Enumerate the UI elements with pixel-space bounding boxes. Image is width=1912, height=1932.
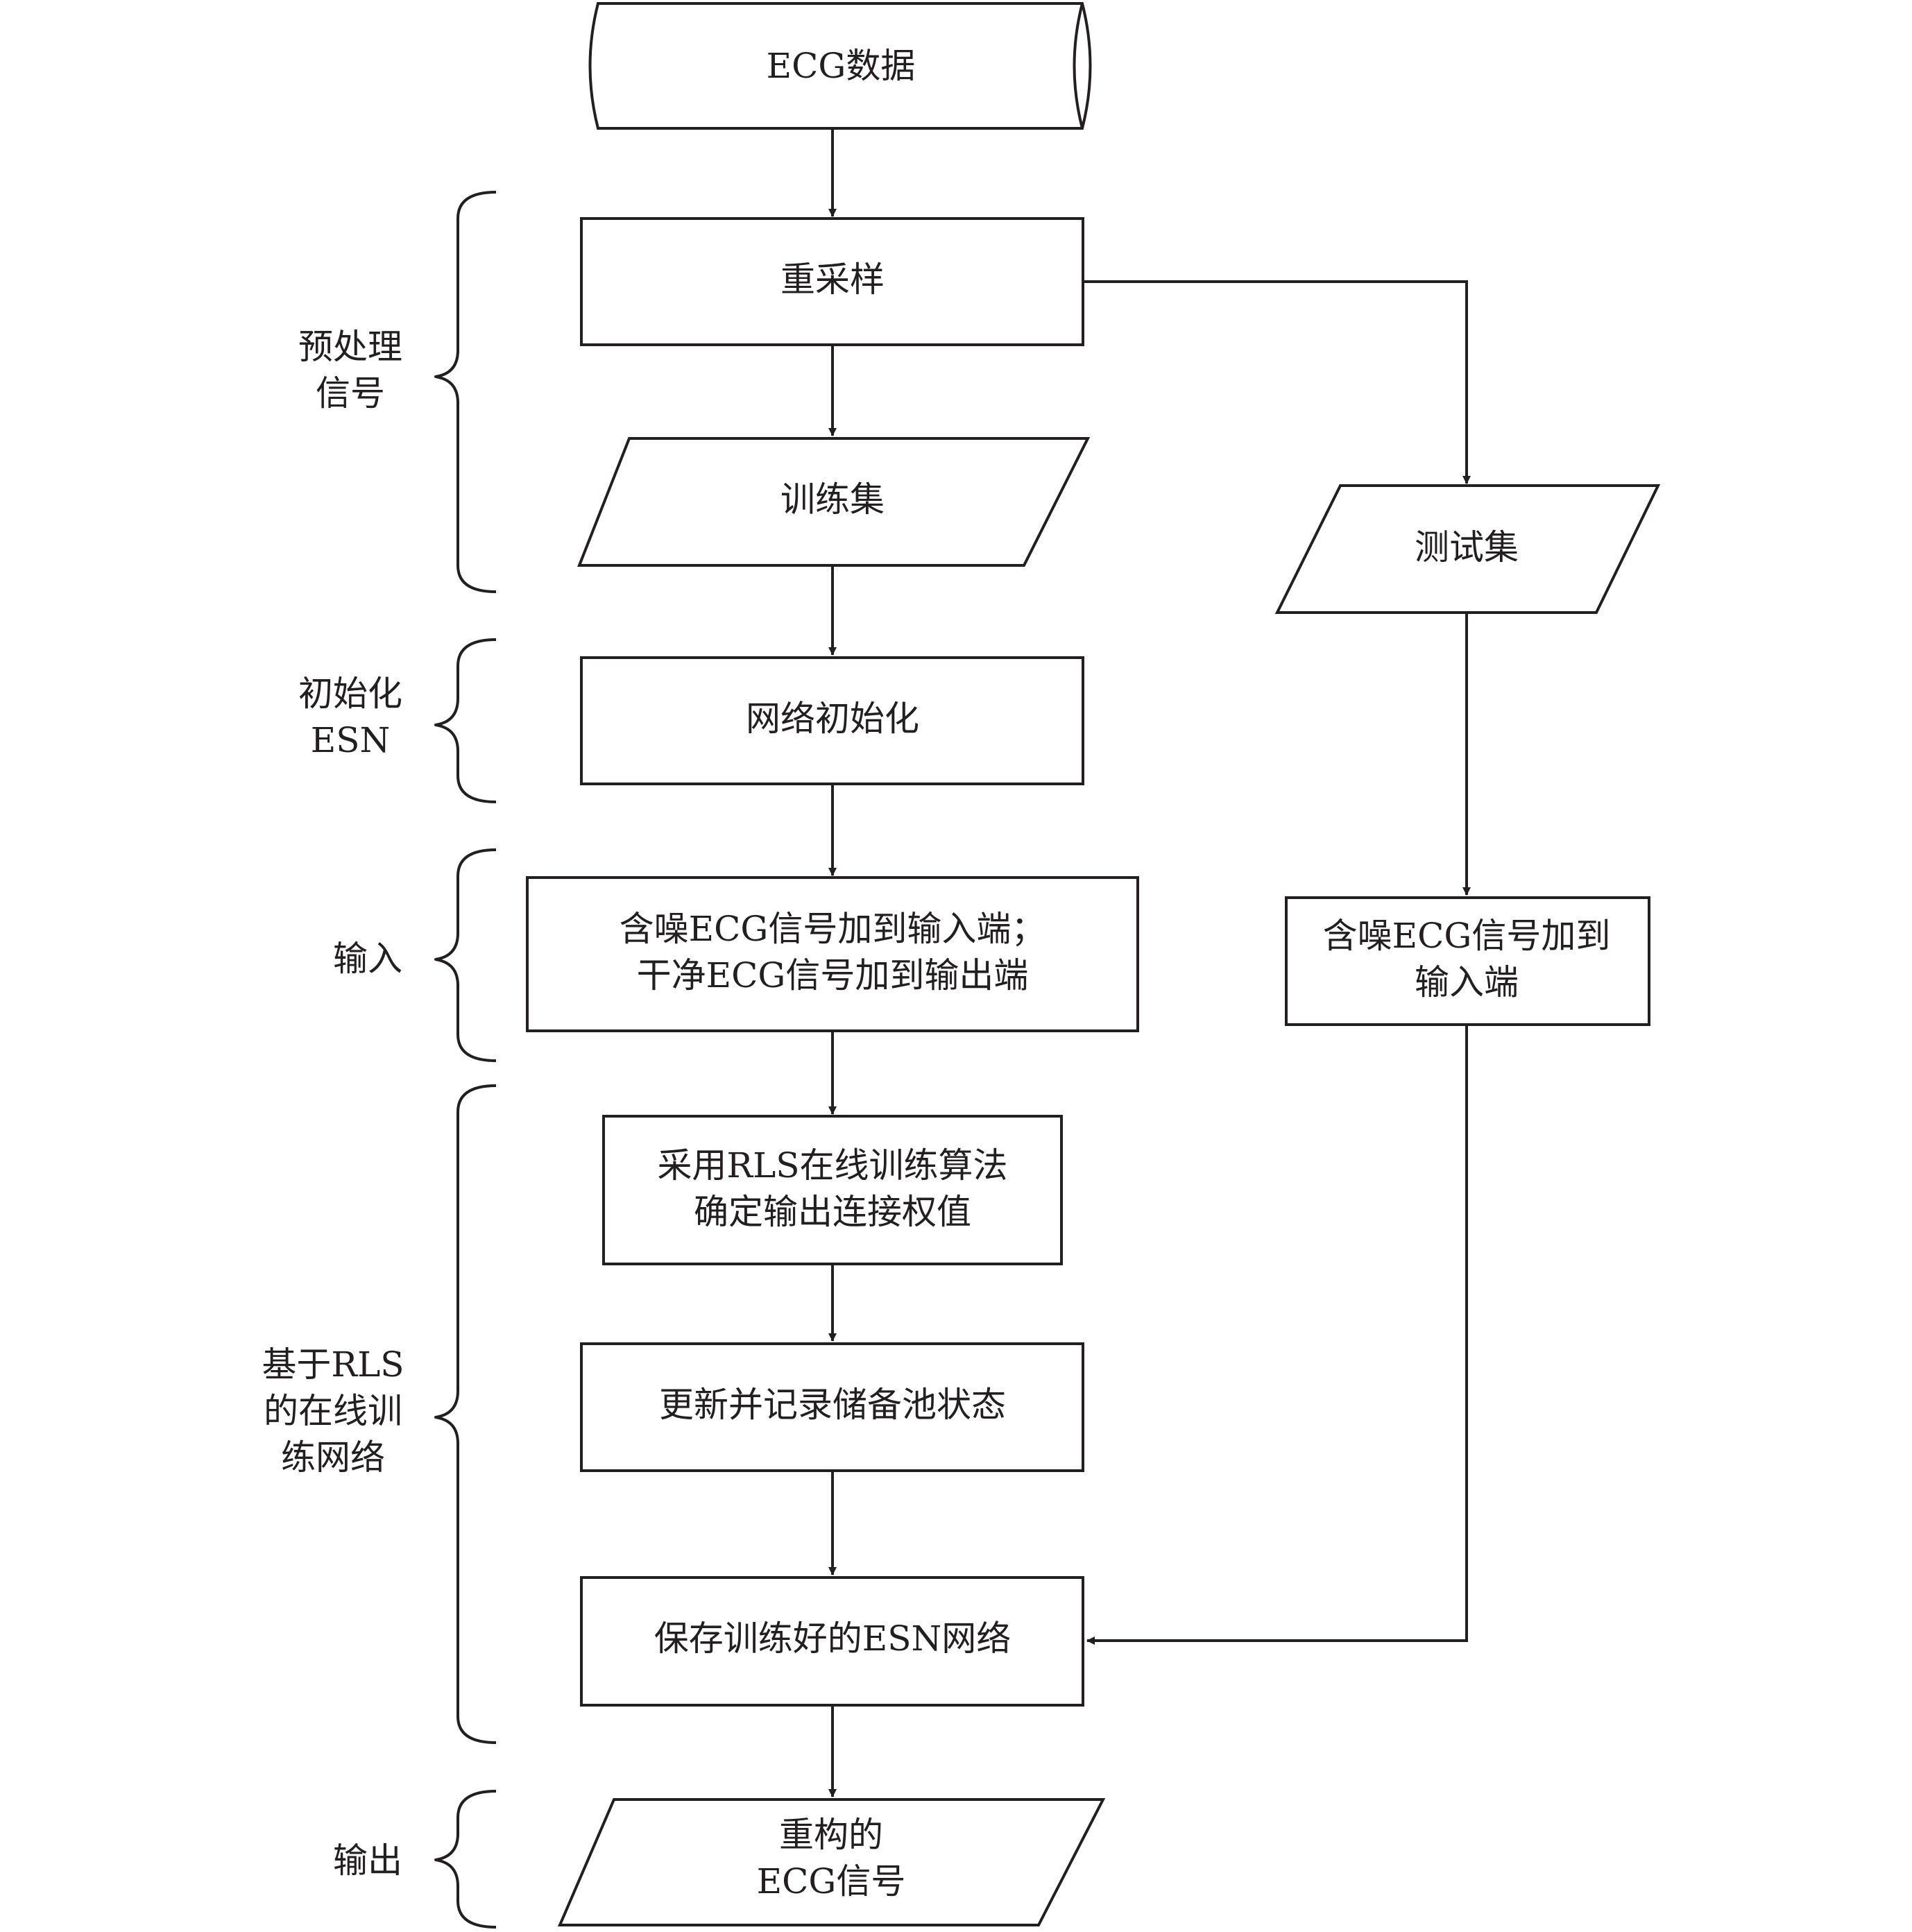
train-input-line-2: 干净ECG信号加到输出端 [637, 955, 1029, 995]
node-test-set: 测试集 [1274, 484, 1661, 614]
stage-output-label: 输出 [333, 1840, 402, 1881]
network-init-label: 网络初始化 [746, 699, 919, 739]
brace-rls-online [434, 1084, 497, 1744]
node-output-signal: 重构的 ECG信号 [557, 1798, 1106, 1926]
node-ecg-data: ECG数据 [588, 2, 1092, 130]
stage-preprocess-line-2: 信号 [316, 373, 385, 413]
arrow-test-input-to-save [1086, 1025, 1468, 1645]
train-input-line-1: 含噪ECG信号加到输入端； [620, 909, 1046, 949]
stage-init-line-2: ESN [311, 720, 391, 760]
node-resample: 重采样 [580, 217, 1084, 346]
brace-input [434, 848, 497, 1062]
node-test-input: 含噪ECG信号加到 输入端 [1285, 896, 1650, 1026]
test-input-line-2: 输入端 [1415, 962, 1519, 1002]
resample-label: 重采样 [780, 259, 885, 300]
stage-preprocess: 预处理 信号 [298, 327, 402, 413]
stage-preprocess-line-1: 预处理 [298, 327, 402, 367]
stage-input-label: 输入 [333, 939, 402, 979]
stage-init-line-1: 初始化 [298, 674, 402, 714]
stage-rls-online-line-2: 的在线训 [264, 1391, 402, 1431]
node-save-esn: 保存训练好的ESN网络 [580, 1576, 1084, 1707]
output-signal-line-2: ECG信号 [757, 1861, 906, 1901]
save-esn-label: 保存训练好的ESN网络 [654, 1618, 1012, 1659]
output-signal-line-1: 重构的 [779, 1815, 883, 1855]
stage-rls-online: 基于RLS 的在线训 练网络 [262, 1344, 404, 1478]
node-network-init: 网络初始化 [580, 656, 1084, 785]
update-reservoir-label: 更新并记录储备池状态 [659, 1385, 1006, 1425]
test-input-line-1: 含噪ECG信号加到 [1323, 916, 1611, 956]
stage-rls-online-line-1: 基于RLS [262, 1344, 404, 1385]
training-set-label: 训练集 [780, 479, 885, 520]
stage-init: 初始化 ESN [298, 674, 402, 760]
stage-rls-online-line-3: 练网络 [281, 1437, 385, 1478]
arrow-resample-to-test [1083, 280, 1471, 484]
brace-output [434, 1790, 497, 1929]
ecg-data-label: ECG数据 [767, 46, 916, 86]
stage-output: 输出 [333, 1840, 402, 1881]
node-rls-train: 采用RLS在线训练算法 确定输出连接权值 [602, 1115, 1063, 1265]
stage-input: 输入 [333, 939, 402, 979]
node-training-set: 训练集 [577, 437, 1091, 567]
node-train-input: 含噪ECG信号加到输入端； 干净ECG信号加到输出端 [526, 876, 1139, 1032]
rls-train-line-1: 采用RLS在线训练算法 [657, 1145, 1007, 1186]
rls-train-line-2: 确定输出连接权值 [694, 1192, 971, 1232]
node-update-reservoir: 更新并记录储备池状态 [580, 1342, 1084, 1472]
brace-init [434, 638, 497, 803]
brace-preprocess [434, 191, 497, 593]
test-set-label: 测试集 [1415, 527, 1519, 567]
